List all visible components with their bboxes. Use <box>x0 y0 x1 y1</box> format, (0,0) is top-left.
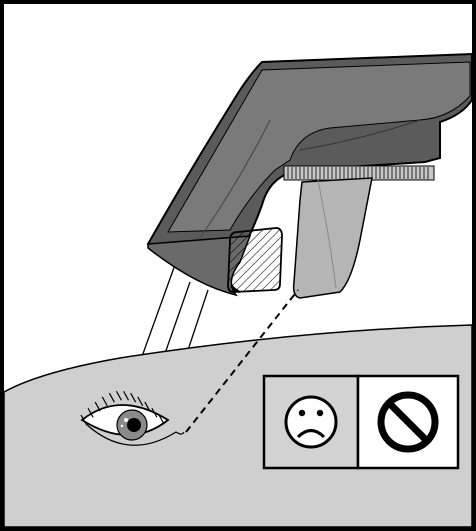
prohibited-icon <box>381 395 435 449</box>
mount-serration <box>284 166 434 180</box>
sensor-block <box>228 228 282 292</box>
sad-face-icon <box>286 397 336 447</box>
